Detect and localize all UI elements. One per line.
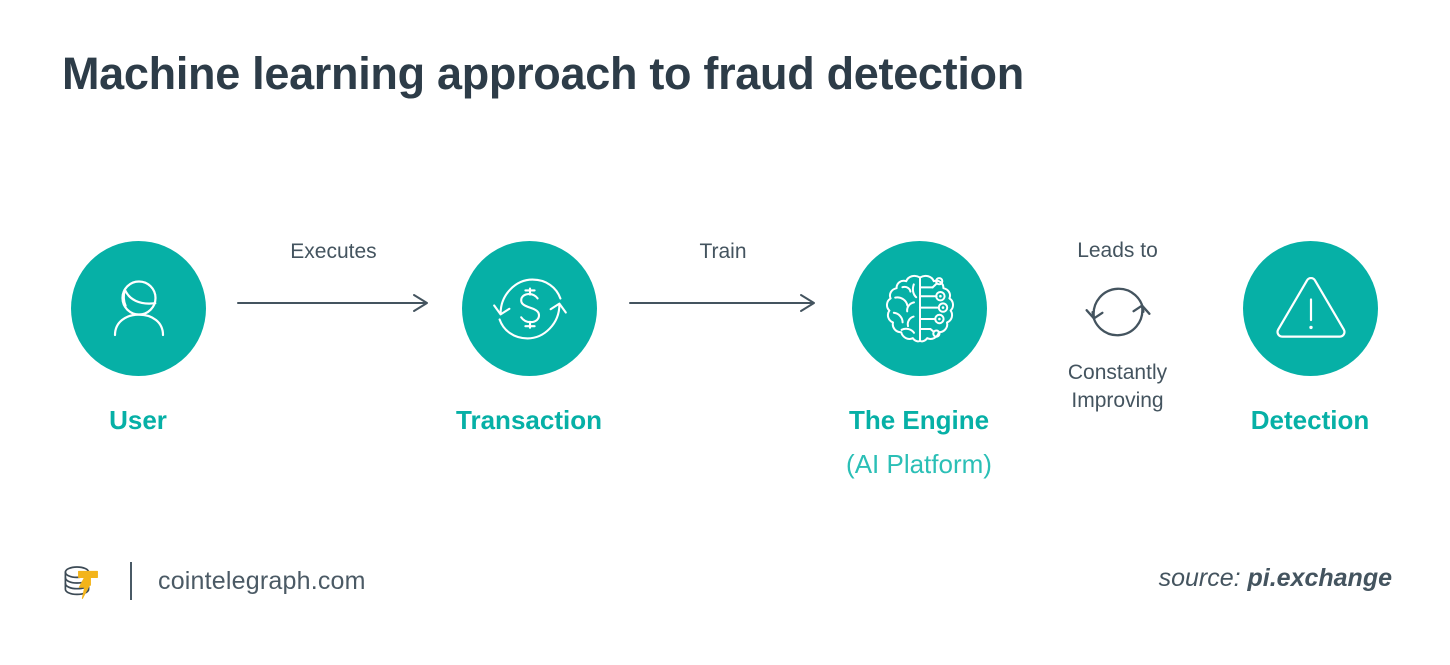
flow-node-engine[interactable] (852, 241, 987, 376)
footer-site-label: cointelegraph.com (158, 566, 366, 595)
connector-train: Train (628, 240, 818, 332)
user-disc (71, 241, 206, 376)
flow-node-engine-sublabel: (AI Platform) (846, 449, 992, 479)
footer-source-name: pi.exchange (1247, 564, 1393, 592)
footer-divider (130, 562, 132, 600)
connector-executes: Executes (236, 240, 431, 332)
arrow-right-icon (628, 292, 818, 314)
feedback-loop-top-label: Leads to (1077, 239, 1158, 262)
detection-disc (1243, 241, 1378, 376)
user-avatar-icon (98, 268, 180, 350)
connector-train-label: Train (699, 240, 747, 263)
engine-disc (852, 241, 987, 376)
page-title: Machine learning approach to fraud detec… (62, 48, 1024, 99)
ai-brain-icon (880, 269, 960, 349)
footer-source-prefix: source: (1158, 564, 1241, 592)
flow-node-engine-label: The Engine (848, 405, 990, 435)
circular-refresh-icon (1081, 275, 1155, 349)
flow-node-user[interactable] (71, 241, 206, 376)
dollar-exchange-icon (488, 267, 572, 351)
connector-executes-label: Executes (290, 240, 377, 263)
feedback-loop-bottom-line2: Improving (1071, 389, 1164, 413)
flow-node-transaction[interactable] (462, 241, 597, 376)
flow-node-detection-label: Detection (1250, 405, 1370, 435)
flow-node-transaction-label: Transaction (456, 405, 602, 435)
footer-branding: cointelegraph.com (58, 552, 366, 610)
flow-node-detection[interactable] (1243, 241, 1378, 376)
warning-triangle-icon (1271, 272, 1351, 346)
flow-node-user-label: User (109, 405, 167, 435)
arrow-right-icon (236, 292, 431, 314)
feedback-loop-bottom-line1: Constantly (1067, 361, 1168, 385)
feedback-loop-bottom-label: Constantly Improving (1030, 359, 1205, 415)
cointelegraph-logo-icon (58, 558, 104, 604)
transaction-disc (462, 241, 597, 376)
feedback-loop: Leads to Constantly Improving (1030, 238, 1205, 415)
footer-source: source: pi.exchange (1159, 564, 1392, 593)
